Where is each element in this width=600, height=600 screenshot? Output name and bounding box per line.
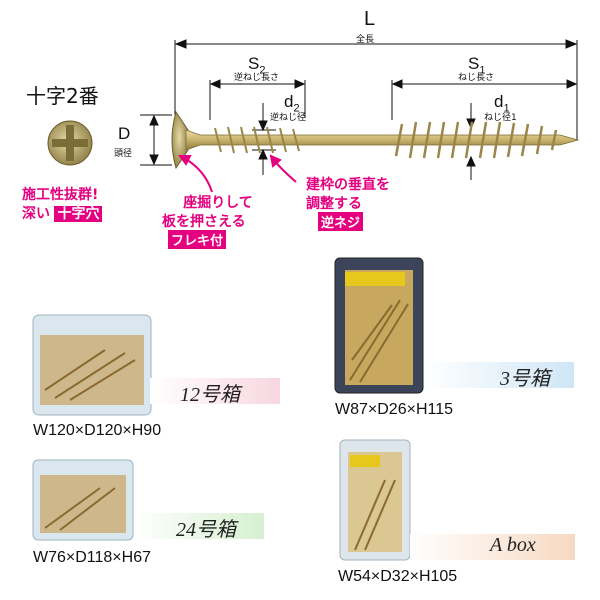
callout-right-tag: 逆ネジ	[318, 212, 364, 231]
s1-sublabel: ねじ長さ	[458, 73, 495, 83]
band-a	[410, 534, 575, 560]
d1-sublabel: ねじ径1	[484, 113, 517, 123]
callout-mid-line2: 板を押さえる	[162, 214, 246, 230]
head-title: 十字2番	[26, 84, 99, 108]
screw-illustration	[171, 110, 580, 170]
package-24-image	[32, 459, 134, 541]
head-diameter-dimension	[140, 114, 172, 166]
s1-label: S1	[468, 54, 486, 77]
package-3-image	[334, 257, 424, 394]
s2-sublabel: 逆ねじ長さ	[234, 73, 280, 83]
d-sublabel: 頭径	[114, 149, 133, 159]
callout-mid-line1: 座掘りして	[183, 195, 253, 211]
length-label: L	[364, 8, 376, 30]
package-3-size: W87×D26×H115	[335, 401, 453, 418]
thread-dimension	[391, 79, 578, 120]
package-a-image	[339, 439, 411, 561]
callout-right-line1: 建枠の垂直を	[306, 177, 390, 193]
package-24-size: W76×D118×H67	[33, 549, 151, 566]
d1-label: d1	[494, 92, 510, 115]
length-dimension	[174, 39, 578, 140]
callout-left-line2: 深い	[22, 206, 50, 222]
callout-left-line1: 施工性抜群!	[22, 187, 99, 203]
band-24	[134, 513, 264, 539]
callout-mid-tag: フレキ付	[168, 230, 227, 249]
package-a-size: W54×D32×H105	[338, 568, 458, 585]
callout-left-line2-row: 深い 十字穴	[22, 203, 103, 223]
d-label: D	[118, 124, 131, 143]
band-12	[150, 378, 280, 404]
screw-head-view	[47, 120, 93, 166]
callout-right-line2: 調整する	[306, 196, 362, 212]
s2-label: S2	[248, 54, 266, 77]
reverse-thread-dimension	[209, 79, 306, 120]
package-12-size: W120×D120×H90	[33, 422, 162, 439]
d2-sublabel: 逆ねじ径	[270, 113, 307, 123]
package-a-name: A box	[490, 534, 536, 556]
package-12-name: 12号箱	[180, 384, 240, 406]
callout-left-tag: 十字穴	[54, 206, 103, 222]
package-3-name: 3号箱	[500, 368, 550, 390]
package-24-name: 24号箱	[176, 519, 236, 541]
package-12-image	[32, 314, 152, 416]
length-sublabel: 全長	[356, 35, 375, 45]
callout-arrows	[178, 154, 297, 193]
d2-label: d2	[284, 92, 300, 115]
band-3	[424, 362, 574, 388]
